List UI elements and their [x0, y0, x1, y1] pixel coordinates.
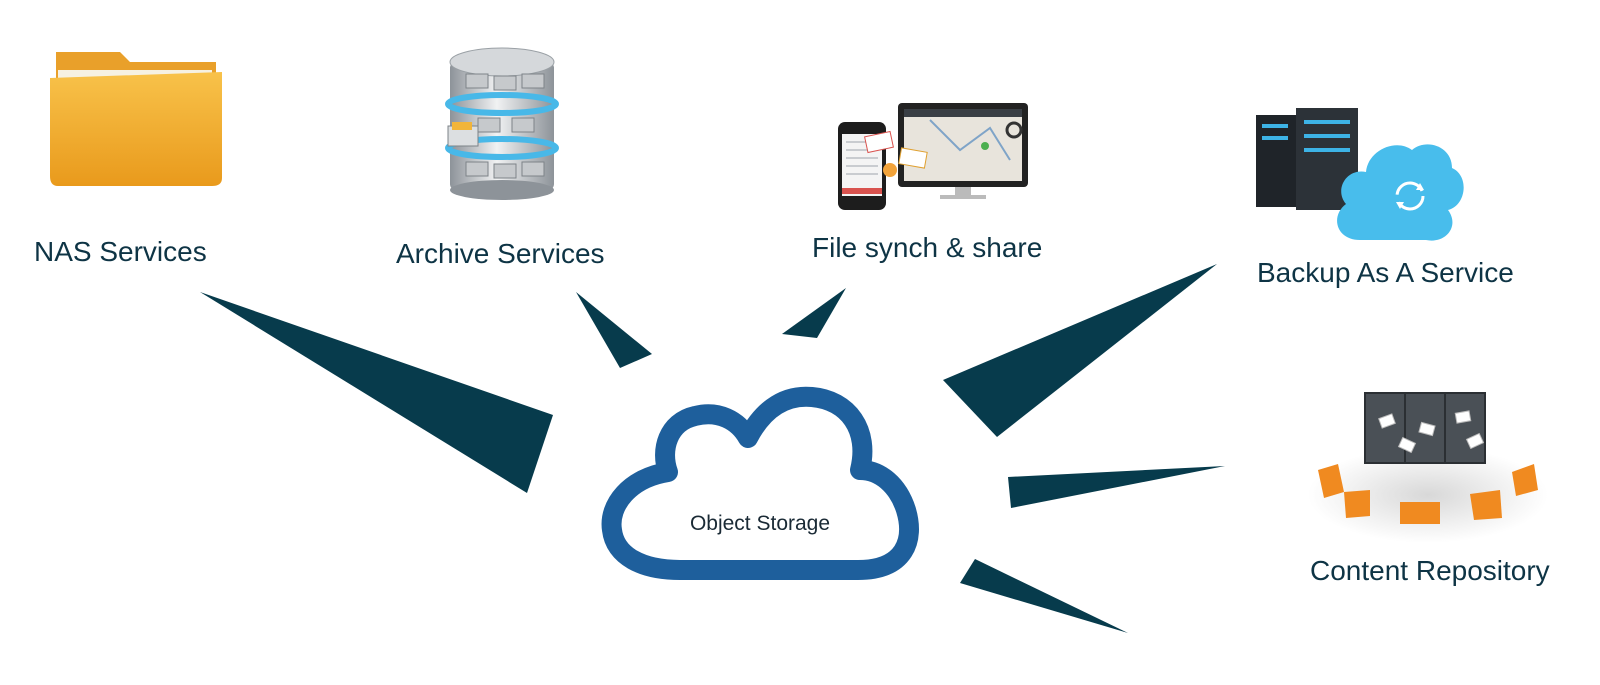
- connector-archive: [576, 292, 652, 368]
- database-icon: [445, 47, 559, 200]
- backup-as-a-service-label: Backup As A Service: [1257, 257, 1514, 288]
- object-storage-cloud: [601, 386, 919, 580]
- repository-icon: [1308, 392, 1548, 543]
- file-sync-share-label: File synch & share: [812, 232, 1043, 263]
- connector-bottom: [960, 559, 1128, 633]
- folder-icon: [50, 52, 222, 186]
- devices-icon: [838, 103, 1028, 210]
- nas-services-label: NAS Services: [34, 236, 207, 267]
- connector-sync: [782, 288, 846, 338]
- content-repository-label: Content Repository: [1310, 555, 1550, 586]
- object-storage-label: Object Storage: [689, 512, 831, 535]
- server-cloud-icon: [1256, 108, 1464, 241]
- connector-nas: [200, 292, 553, 493]
- connector-content: [1008, 466, 1225, 508]
- connector-backup: [943, 264, 1217, 437]
- archive-services-label: Archive Services: [396, 238, 605, 269]
